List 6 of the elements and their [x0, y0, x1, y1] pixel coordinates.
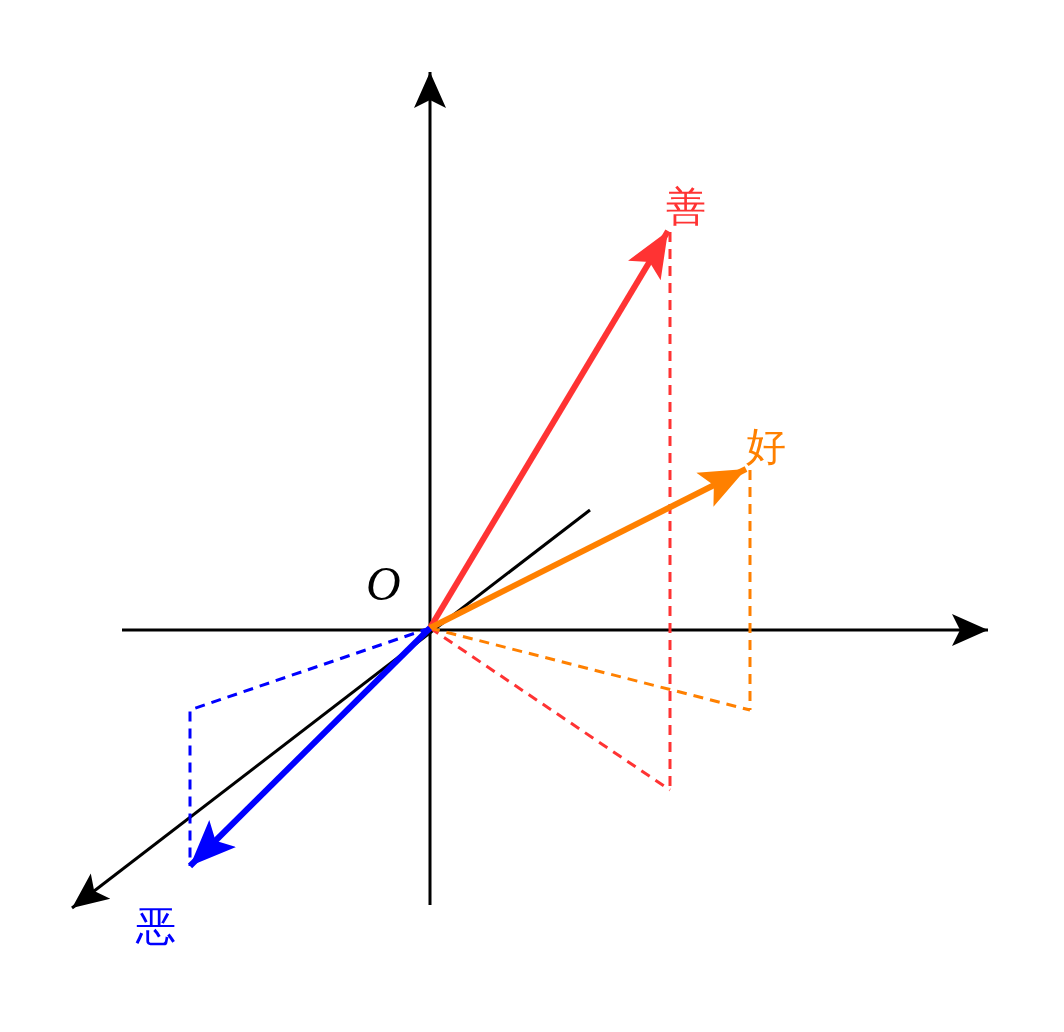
vector-arrow [428, 466, 748, 631]
vector-arrow [427, 229, 671, 630]
vector-label: 恶 [136, 906, 176, 946]
vector-label: 好 [746, 426, 786, 466]
vector-label: 善 [666, 186, 706, 226]
origin-label: O [366, 560, 401, 608]
